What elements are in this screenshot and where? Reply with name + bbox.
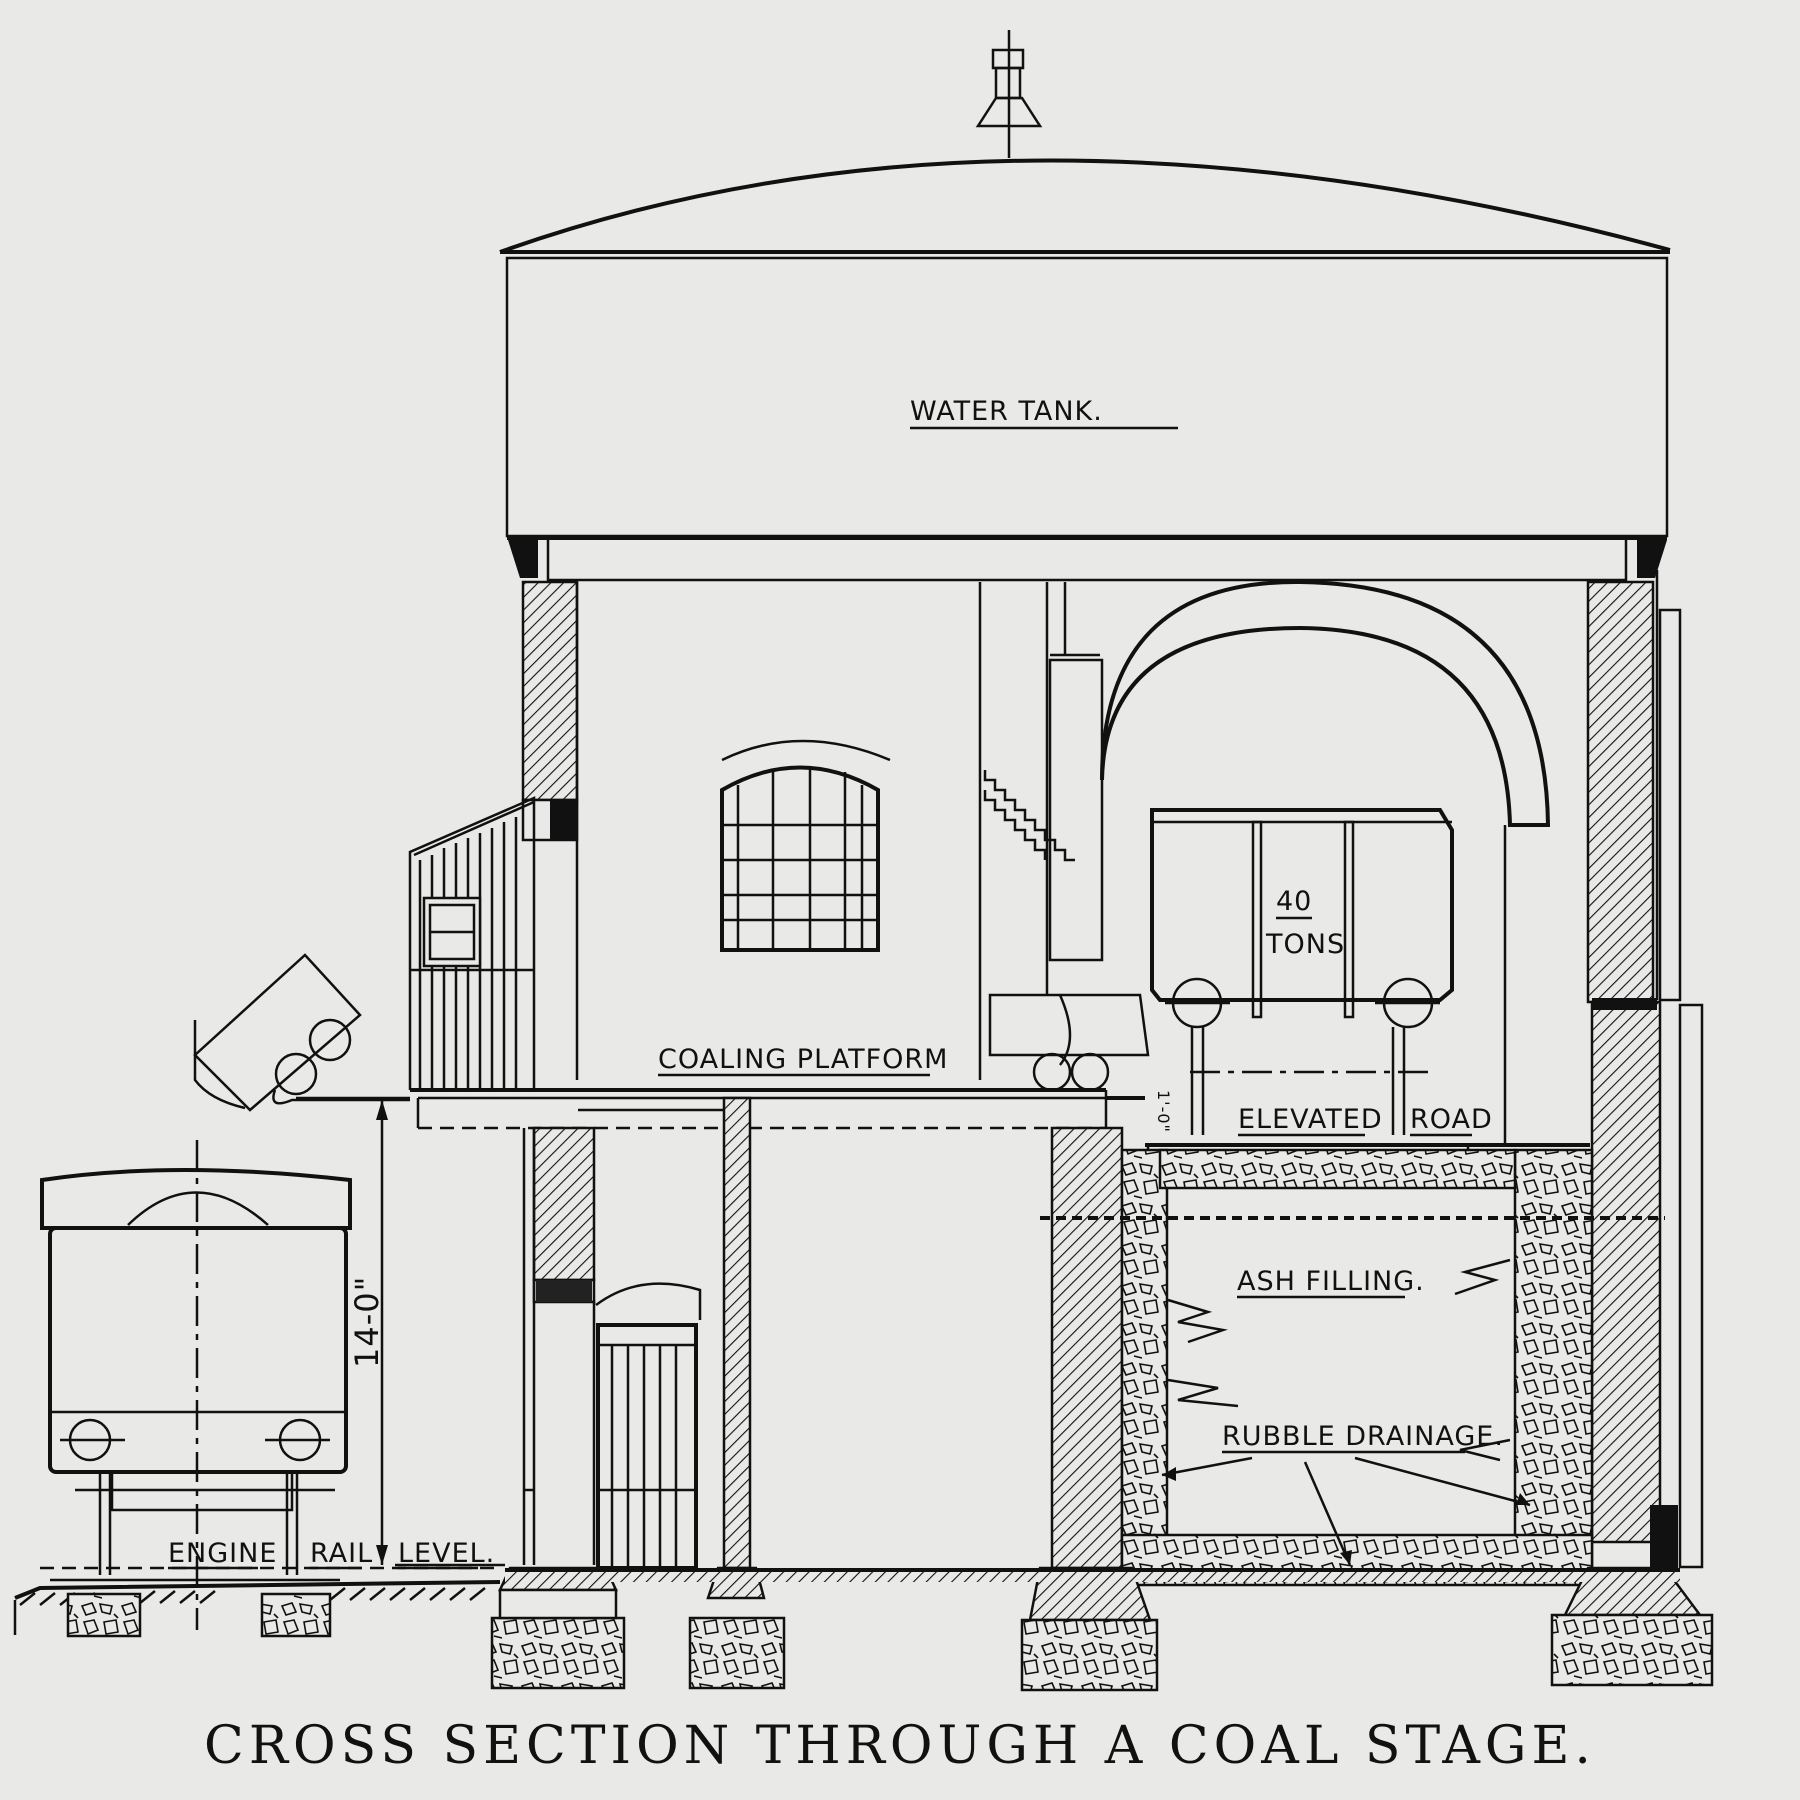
retaining-wall: [1050, 1126, 1124, 1570]
coaling-platform-label: COALING PLATFORM: [658, 1044, 948, 1075]
rubble-drainage-left: [1120, 1148, 1169, 1582]
staircase: [983, 582, 1104, 962]
engine-label: ENGINE: [168, 1538, 277, 1569]
elevated-road-label-2: ROAD: [1410, 1104, 1493, 1135]
rubble-drainage-label: RUBBLE DRAINAGE.: [1222, 1421, 1504, 1452]
central-column: [722, 1096, 752, 1570]
height-dimension: [376, 1100, 505, 1567]
ash-filling-label: ASH FILLING.: [1237, 1266, 1425, 1297]
rail-label: RAIL: [310, 1538, 373, 1569]
small-dimension: 1'-0": [1154, 1090, 1173, 1133]
coal-wagon-40-tons: [1150, 808, 1454, 1135]
left-wall-upper: [521, 580, 579, 802]
coal-tub: [988, 993, 1150, 1092]
water-tank-label: WATER TANK.: [910, 396, 1103, 427]
height-dimension-label: 14-0": [348, 1276, 386, 1368]
roof-ventilator: [975, 30, 1043, 158]
right-wall: [1586, 580, 1655, 1004]
wagon-tons-value: 40: [1276, 886, 1312, 917]
coal-tipper: [193, 953, 410, 1112]
level-label: LEVEL.: [398, 1538, 495, 1569]
water-tank: [499, 158, 1671, 582]
foundations: [490, 1566, 1714, 1692]
rubble-drainage-right: [1513, 1148, 1594, 1582]
boarded-door: [595, 1282, 702, 1570]
arch-opening: [1100, 579, 1551, 1145]
lower-left-wall: [532, 1126, 596, 1282]
locomotive-tender: [40, 1140, 352, 1630]
arched-window: [720, 739, 891, 952]
wagon-tons-unit: TONS: [1265, 929, 1345, 960]
ash-filling: [1167, 1258, 1511, 1462]
elevated-road-label-1: ELEVATED: [1238, 1104, 1383, 1135]
lean-to-cabin: [408, 796, 536, 1090]
figure-caption: CROSS SECTION THROUGH A COAL STAGE.: [204, 1716, 1596, 1776]
rubble-drainage-leaders: [1161, 1456, 1531, 1566]
ground-line: [13, 1566, 501, 1638]
coaling-platform-deck: [410, 1088, 1145, 1130]
